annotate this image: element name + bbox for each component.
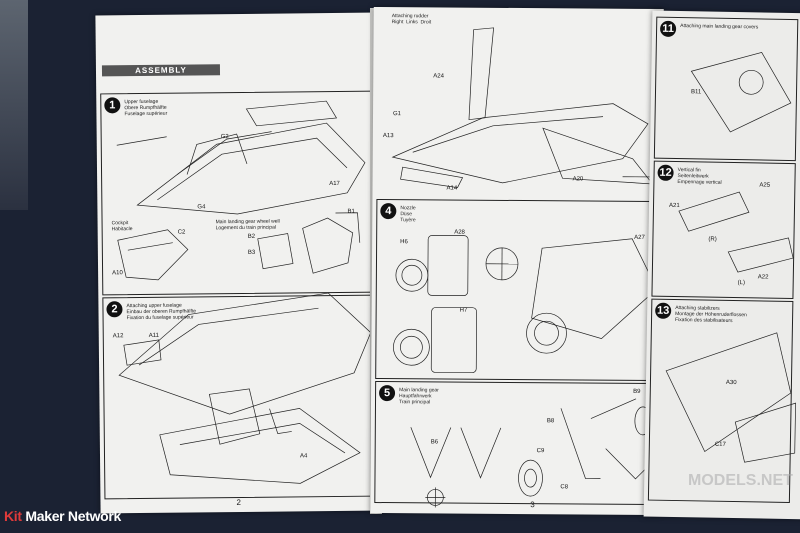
cockpit-caption: Cockpit Habitacle — [111, 220, 133, 233]
step1-fuselage-drawing — [116, 100, 372, 484]
part-label-h6: H6 — [400, 239, 408, 246]
part-label-b6: B6 — [430, 439, 439, 446]
part-label-a25: A25 — [759, 182, 771, 189]
step4-number: 4 — [380, 203, 397, 220]
part-label-a24: A24 — [433, 73, 444, 80]
part-label-b2: B2 — [247, 233, 256, 240]
part-label-b8: B8 — [546, 418, 555, 425]
part-label-a30: A30 — [725, 379, 737, 387]
next-page-drawings — [665, 52, 796, 463]
part-label-c2: C2 — [177, 229, 186, 236]
part-label-c9: C9 — [536, 448, 545, 455]
part-label-b9: B9 — [633, 388, 641, 395]
part-label-g2: G2 — [220, 134, 229, 141]
part-label-a10: A10 — [112, 270, 123, 277]
gear-well-caption: Main landing gear wheel well Logement du… — [215, 218, 280, 232]
part-label-b11: B11 — [690, 89, 702, 96]
step5-caption: Main landing gear Hauptfahrwerk Train pr… — [398, 387, 439, 406]
part-label-a28: A28 — [454, 229, 465, 236]
step4-caption: Nozzle Düse Tuyère — [400, 205, 416, 224]
part-label-a11: A11 — [148, 332, 160, 339]
instruction-page-left: ASSEMBLY 1 Upper fuselage Obere Rumpfhäl… — [95, 12, 383, 514]
part-label-a17: A17 — [329, 180, 340, 188]
part-label-h7: H7 — [459, 307, 468, 314]
part-label-a14: A14 — [446, 185, 458, 192]
label-left-side: (L) — [737, 280, 746, 287]
page-number-right: 3 — [530, 500, 535, 510]
part-label-c8: C8 — [560, 484, 569, 491]
part-label-a13: A13 — [382, 133, 394, 140]
watermark-rest: Maker Network — [21, 508, 122, 524]
step3-wing-drawing — [391, 27, 661, 508]
part-label-a27: A27 — [634, 234, 645, 241]
step2-number: 2 — [106, 301, 123, 318]
part-label-g1: G1 — [393, 111, 402, 118]
step4-frame — [375, 199, 659, 381]
instruction-page-next: 11 Attaching main landing gear covers 12… — [643, 10, 800, 520]
kitmaker-watermark: Kit Maker Network — [4, 508, 121, 524]
part-label-c17: C17 — [714, 441, 726, 448]
part-label-a12: A12 — [112, 333, 124, 340]
part-label-a22: A22 — [757, 274, 769, 281]
part-label-b1: B1 — [347, 208, 355, 215]
models-watermark: MODELS.NET — [688, 472, 793, 489]
part-label-g4: G4 — [197, 204, 206, 211]
watermark-kit: Kit — [4, 508, 22, 524]
label-right-side: (R) — [708, 236, 717, 243]
step2-frame — [102, 294, 379, 500]
step2-caption: Attaching upper fuselage Einbau der ober… — [126, 302, 197, 322]
part-label-b3: B3 — [247, 249, 256, 256]
instruction-page-right: Attaching rudder Right Links Droit — [370, 6, 664, 516]
part-label-a21: A21 — [668, 202, 680, 210]
part-label-a4: A4 — [299, 453, 308, 460]
part-label-a20: A20 — [572, 176, 584, 183]
background-object — [0, 0, 28, 210]
page-number-left: 2 — [236, 497, 242, 508]
step5-number: 5 — [379, 385, 396, 402]
